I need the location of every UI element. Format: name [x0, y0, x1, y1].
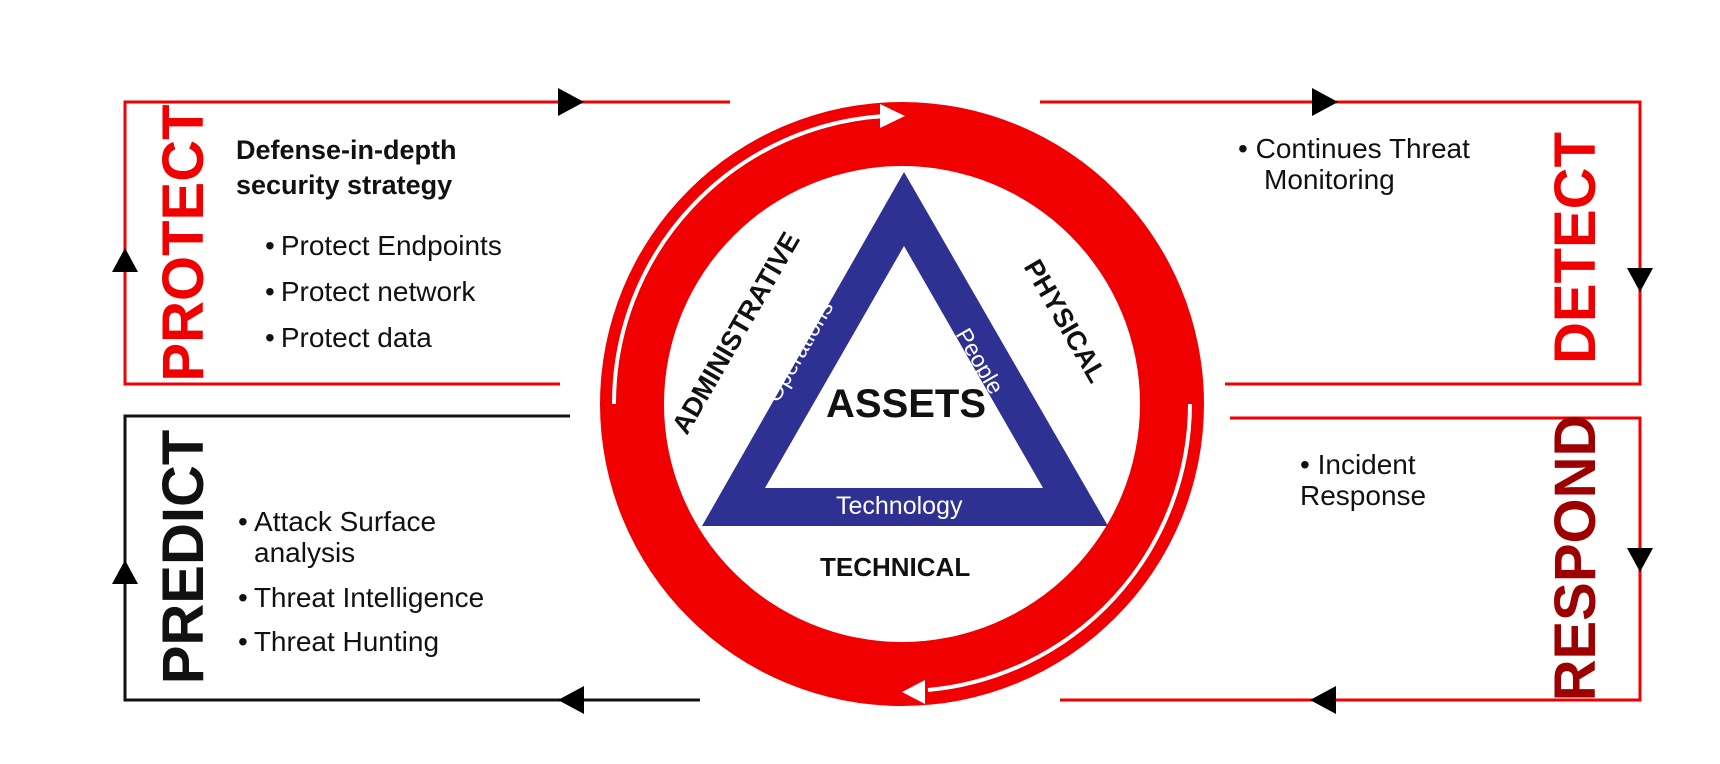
technical-label: TECHNICAL [820, 552, 971, 582]
arrow-left-icon [1310, 686, 1336, 714]
arrow-down-icon [1627, 548, 1653, 572]
respond-phase-label: RESPOND [1543, 414, 1608, 702]
detect-item-line: • Continues Threat [1238, 133, 1470, 164]
assets-label: ASSETS [826, 382, 987, 426]
cycle-arrow-arc-right [927, 403, 1192, 692]
technology-label: Technology [836, 492, 963, 520]
list-item: Protect Endpoints [265, 223, 502, 269]
respond-item-line: Response [1300, 480, 1427, 511]
detect-item-line: Monitoring [1264, 164, 1395, 195]
arrow-left-icon [558, 686, 584, 714]
predict-item-line: • Attack Surface [238, 506, 437, 537]
cycle-arrow-arc-left [611, 114, 886, 405]
predict-box-outline [123, 414, 700, 702]
respond-item-line: • Incident [1300, 449, 1416, 480]
predict-item-line: analysis [254, 537, 356, 568]
cycle-arrow-head-icon [880, 104, 905, 128]
predict-list: Threat Intelligence Threat Hunting [238, 576, 484, 664]
arrow-right-icon [1312, 88, 1338, 116]
arrow-right-icon [558, 88, 584, 116]
list-item: Threat Hunting [238, 620, 484, 664]
arrow-down-icon [1627, 268, 1653, 292]
protect-heading: Defense-in-depth security strategy [236, 133, 506, 203]
list-item: Protect network [265, 269, 502, 315]
assets-triangle [702, 172, 1108, 526]
respond-item: • Incident Response [1300, 449, 1426, 511]
list-item: Threat Intelligence [238, 576, 484, 620]
arrow-up-icon [112, 560, 138, 584]
protect-box-outline [123, 100, 730, 386]
arrow-up-icon [112, 248, 138, 272]
detect-item: • Continues Threat Monitoring [1238, 133, 1470, 195]
detect-phase-label: DETECT [1543, 132, 1608, 364]
protect-list: Protect Endpoints Protect network Protec… [265, 223, 502, 361]
protect-phase-label: PROTECT [151, 104, 216, 382]
cycle-arrow-head-icon [902, 680, 925, 704]
predict-item-attack-surface: • Attack Surface analysis [238, 506, 436, 568]
list-item: Protect data [265, 315, 502, 361]
detect-box-outline [1040, 100, 1642, 386]
predict-phase-label: PREDICT [151, 429, 216, 685]
protect-heading-text: Defense-in-depth security strategy [236, 135, 457, 200]
